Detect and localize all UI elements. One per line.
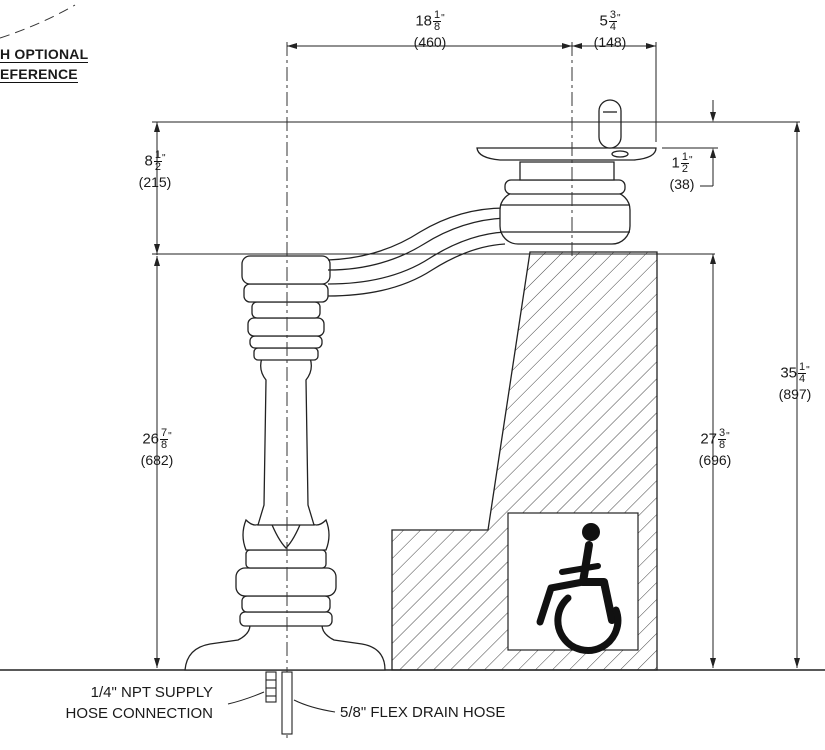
- pedestal-column: [184, 255, 386, 671]
- drain-hose-callout: 5/8" FLEX DRAIN HOSE: [340, 704, 506, 721]
- dimension-arrows: [154, 43, 800, 668]
- optional-note-line2: EFERENCE: [0, 66, 78, 83]
- center-lines: [286, 42, 573, 740]
- reference-arc: [0, 4, 76, 39]
- supply-hose-callout: 1/4" NPT SUPPLY HOSE CONNECTION: [8, 682, 213, 724]
- optional-note: H OPTIONAL EFERENCE: [0, 46, 89, 83]
- supply-fitting: [265, 671, 277, 703]
- callout-leaders: [227, 691, 336, 713]
- drain-fitting: [281, 671, 293, 735]
- wheelchair-icon: [536, 523, 622, 654]
- dimension-lines: [152, 42, 800, 668]
- bowl-housing: [476, 99, 657, 245]
- optional-note-line1: H OPTIONAL: [0, 46, 89, 63]
- fountain-arm: [327, 207, 506, 297]
- supply-callout-line1: 1/4" NPT SUPPLY: [90, 684, 213, 701]
- supply-callout-line2: HOSE CONNECTION: [65, 705, 213, 722]
